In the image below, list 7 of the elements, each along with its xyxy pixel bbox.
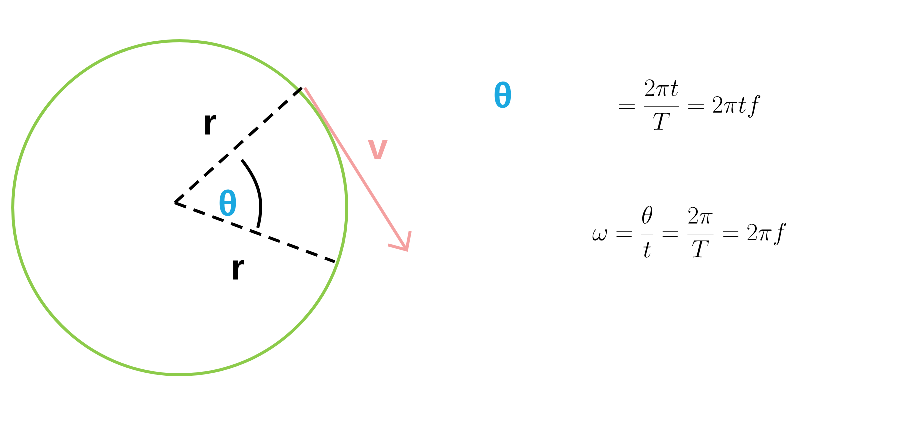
angle-label: θ (220, 190, 236, 216)
radius-label: r (205, 115, 216, 135)
velocity-label: v (368, 140, 388, 160)
formula: $\omega = \frac{\theta}{t} = \frac{2\pi}{T} = 2\pi f$ (592, 206, 786, 258)
radius-label: r (233, 260, 244, 280)
formula: $= \frac{2\pi t}{T} = 2\pi t f$ (619, 80, 761, 130)
angle-symbol: θ (494, 82, 512, 108)
